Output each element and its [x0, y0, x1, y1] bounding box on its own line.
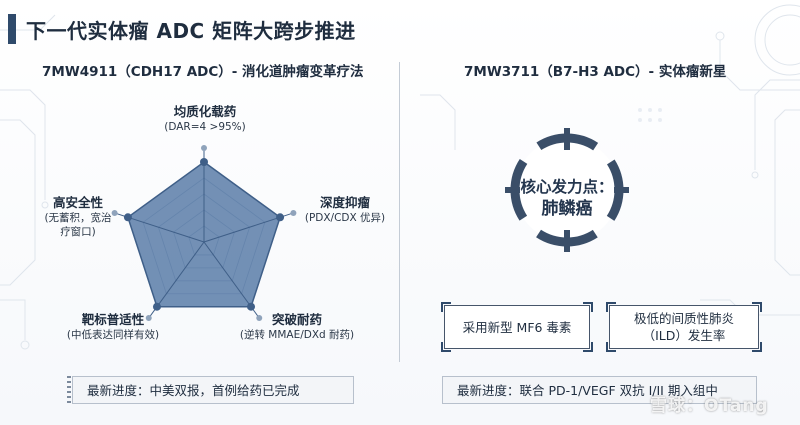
- radar-axis-end-dot: [145, 315, 152, 322]
- left-heading: 7MW4911（CDH17 ADC）- 消化道肿瘤变革疗法: [42, 64, 364, 80]
- radar-label-top: 均质化载药 (DAR=4 >95%): [164, 104, 246, 133]
- radar-label-left: 高安全性 (无蓄积，宽治 疗窗口): [44, 195, 112, 238]
- radar-vertex-point: [123, 213, 132, 222]
- radar-axis-end-dot: [111, 209, 118, 216]
- watermark: 雪球：OTang: [650, 396, 769, 416]
- title-accent-bar: [8, 14, 16, 44]
- target-text: 核心发力点： 肺鳞癌: [507, 177, 627, 221]
- radar-vertex-point: [276, 213, 285, 222]
- right-progress: 最新进度：联合 PD-1/VEGF 双抗 I/II 期入组中: [442, 376, 757, 404]
- radar-axis-end-dot: [290, 209, 297, 216]
- feature-box-ild: 极低的间质性肺炎 （ILD）发生率: [606, 302, 762, 352]
- radar-vertex-point: [152, 302, 161, 311]
- radar-label-bottom-right: 突破耐药 (逆转 MMAE/DXd 耐药): [239, 312, 355, 341]
- page-title: 下一代实体瘤 ADC 矩阵大跨步推进: [26, 19, 356, 43]
- radar-chart: [111, 145, 297, 322]
- column-divider: [399, 62, 400, 362]
- feature-box-toxin: 采用新型 MF6 毒素: [441, 302, 593, 352]
- radar-axis-end-dot: [201, 145, 207, 151]
- target-line-1: 核心发力点：: [520, 178, 614, 196]
- target-line-2: 肺鳞癌: [541, 199, 593, 219]
- radar-label-bottom-left: 靶标普适性 (中低表达同样有效): [66, 312, 160, 341]
- radar-vertex-point: [247, 302, 256, 311]
- radar-axis-end-dot: [256, 315, 263, 322]
- left-progress: 最新进度：中美双报，首例给药已完成: [67, 376, 354, 404]
- radar-label-right: 深度抑瘤 (PDX/CDX 优异): [304, 195, 386, 224]
- right-heading: 7MW3711（B7-H3 ADC）- 实体瘤新星: [464, 64, 727, 80]
- radar-vertex-point: [200, 158, 208, 166]
